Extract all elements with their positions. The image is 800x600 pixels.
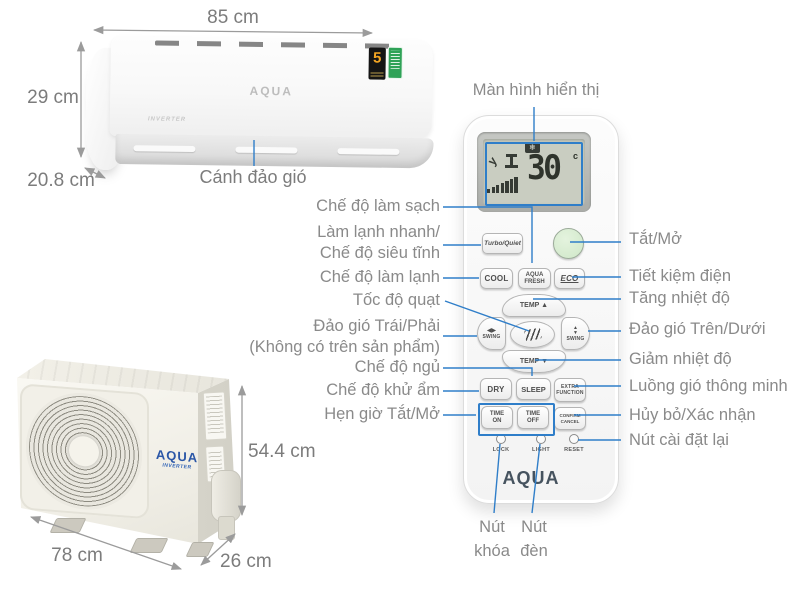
air-vane (235, 146, 298, 154)
air-vane (337, 148, 400, 155)
time-on-button: TIME ON (481, 406, 513, 429)
label-confirm-cancel: Hủy bỏ/Xác nhận (629, 406, 756, 424)
confirm-cancel-button: CONFIRM CANCEL (554, 407, 586, 430)
outdoor-unit: AQUA INVERTER (5, 352, 245, 582)
label-cool-mode: Chế độ làm lạnh (319, 268, 440, 286)
energy-rating-sticker: 5 (368, 47, 386, 80)
fan-grille (26, 388, 142, 514)
valve-cover (211, 470, 241, 522)
indoor-unit: AQUA INVERTER 5 (85, 34, 437, 189)
indoor-brand-logo: AQUA (249, 83, 294, 99)
swing-indicator-icon: y (484, 153, 500, 169)
label-lock: Nút khóa (474, 518, 510, 560)
label-swing-lr: Đảo gió Trái/Phải (Không có trên sản phẩ… (249, 317, 440, 356)
airflow-indicator-icon (505, 154, 518, 168)
eco-label: ECO (560, 274, 579, 283)
label-smart-airflow: Luồng gió thông minh (629, 377, 788, 395)
lock-button-label: LOCK (492, 447, 510, 453)
outdoor-width-dim: 78 cm (51, 545, 103, 566)
sleep-button: SLEEP (516, 378, 551, 400)
temp-up-button: TEMP ▲ (502, 294, 566, 317)
label-clean-mode: Chế độ làm sạch (316, 197, 440, 215)
swing-horizontal-button: ◀▶ SWING (477, 317, 506, 350)
fan-hub (69, 435, 99, 468)
indoor-height-dim: 29 cm (27, 87, 79, 108)
indoor-width-arrow (92, 25, 374, 38)
time-off-button: TIME OFF (517, 406, 549, 429)
eco-button: ECO (554, 268, 585, 289)
remote-control: ❄ y 30 c Turbo/Quiet COOL AQUA FRESH ECO… (463, 115, 619, 504)
label-power: Tắt/Mở (629, 230, 682, 248)
power-button (553, 228, 584, 259)
indoor-inverter-label: INVERTER (147, 116, 187, 123)
outdoor-depth-dim: 26 cm (220, 551, 272, 572)
lock-button (496, 434, 506, 444)
label-swing-ud: Đảo gió Trên/Dưới (629, 320, 766, 338)
energy-rating-value: 5 (372, 49, 382, 67)
cool-label: COOL (484, 274, 509, 283)
light-button-label: LIGHT (532, 447, 550, 453)
fan-icon (523, 327, 542, 342)
reset-button-label: RESET (564, 447, 584, 453)
turbo-quiet-label: Turbo/Quiet (484, 240, 521, 247)
swing-down-icon: ▼ (573, 329, 578, 336)
lcd-screen: ❄ y 30 c (483, 139, 585, 205)
display-label: Màn hình hiển thị (472, 81, 600, 99)
vane-label: Cánh đảo gió (199, 167, 307, 187)
fan-grille-frame (20, 383, 149, 520)
mounting-foot (129, 538, 169, 553)
certification-sticker (387, 46, 403, 79)
lcd-temperature: 30 (527, 148, 562, 188)
mounting-foot (49, 518, 87, 533)
valve-cover-stem (218, 516, 235, 540)
indoor-air-outlet (115, 133, 434, 169)
extra-function-button: EXTRA FUNCTION (554, 378, 586, 402)
label-fan-speed: Tốc độ quạt (352, 291, 440, 309)
outdoor-height-dim: 54.4 cm (248, 441, 316, 462)
label-temp-up: Tăng nhiệt độ (629, 289, 730, 307)
outdoor-spec-sticker (202, 391, 228, 441)
fan-speed-bars (487, 176, 518, 193)
outdoor-brand-logo: AQUA INVERTER (151, 447, 203, 472)
mounting-foot (185, 542, 215, 557)
cool-button: COOL (480, 268, 513, 289)
turbo-quiet-button: Turbo/Quiet (482, 233, 523, 254)
label-reset: Nút cài đặt lại (629, 431, 729, 449)
reset-button (569, 434, 579, 444)
air-vane (133, 145, 196, 153)
aqua-fresh-button: AQUA FRESH (518, 268, 551, 289)
label-turbo-quiet: Làm lạnh nhanh/ Chế độ siêu tĩnh (317, 223, 440, 262)
label-eco: Tiết kiệm điện (629, 267, 732, 285)
temp-down-button: TEMP ▼ (502, 350, 566, 373)
outdoor-front-detail: AQUA INVERTER (17, 378, 198, 532)
indoor-depth-dim: 20.8 cm (27, 170, 95, 191)
lcd-temp-unit: c (573, 151, 579, 161)
snowflake-icon: ❄ (525, 142, 540, 153)
swing-vertical-button: ▲ ▼ SWING (561, 317, 590, 350)
indoor-width-dim: 85 cm (207, 7, 259, 28)
dry-button: DRY (480, 378, 512, 400)
label-light: Nút đèn (520, 518, 548, 560)
indoor-unit-body: AQUA INVERTER 5 (109, 35, 434, 141)
label-sleep-mode: Chế độ ngủ (354, 358, 440, 376)
label-dry-mode: Chế độ khử ẩm (326, 381, 440, 399)
light-button (536, 434, 546, 444)
swing-up-icon: ▲ (573, 324, 578, 331)
label-timer: Hẹn giờ Tắt/Mở (324, 405, 440, 423)
label-temp-down: Giảm nhiệt độ (629, 350, 732, 368)
indoor-top-vents (154, 40, 391, 49)
remote-brand-logo: AQUA (502, 468, 560, 488)
fan-speed-button (510, 321, 555, 348)
swing-horizontal-icon: ◀▶ (486, 328, 497, 334)
